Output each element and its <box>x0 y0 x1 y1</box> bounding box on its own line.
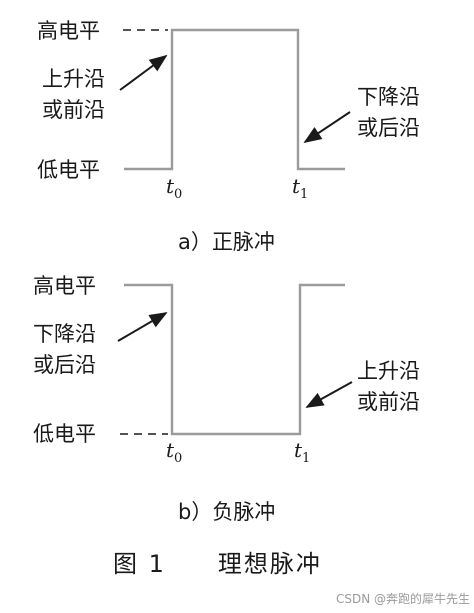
positive-low-level-label: 低电平 <box>37 158 100 182</box>
positive-leading-edge-label-line2: 或前沿 <box>42 98 105 122</box>
positive-pulse-diagram: 高电平 低电平 上升沿 或前沿 下降沿 或后沿 t0 t1 a）正脉冲 <box>37 19 420 254</box>
negative-low-level-label: 低电平 <box>33 422 96 446</box>
positive-pulse-caption: a）正脉冲 <box>178 230 275 254</box>
positive-trailing-edge-label-line2: 或后沿 <box>357 116 420 140</box>
negative-high-level-label: 高电平 <box>33 274 96 298</box>
negative-leading-edge-label-line1: 上升沿 <box>357 359 420 383</box>
positive-t0-marker: t0 <box>166 174 182 202</box>
negative-rising-edge-arrow <box>305 381 353 408</box>
positive-trailing-edge-label-line1: 下降沿 <box>357 85 420 109</box>
negative-pulse-caption: b）负脉冲 <box>178 500 275 524</box>
negative-pulse-waveform <box>124 283 345 436</box>
negative-pulse-diagram: 高电平 低电平 下降沿 或后沿 上升沿 或前沿 t0 t1 b）负脉冲 <box>33 274 420 524</box>
negative-leading-edge-label-line2: 或前沿 <box>357 390 420 414</box>
negative-falling-edge-arrow <box>117 312 168 342</box>
negative-trailing-edge-label-line1: 下降沿 <box>33 322 96 346</box>
positive-leading-edge-arrow <box>119 54 168 91</box>
watermark: CSDN @奔跑的犀牛先生 <box>336 591 470 606</box>
positive-high-level-label: 高电平 <box>37 19 100 43</box>
positive-leading-edge-label-line1: 上升沿 <box>42 67 105 91</box>
negative-t0-marker: t0 <box>166 438 182 466</box>
negative-trailing-edge-label-line2: 或后沿 <box>33 353 96 377</box>
positive-t1-marker: t1 <box>292 174 308 202</box>
negative-t1-marker: t1 <box>294 438 310 466</box>
positive-trailing-edge-arrow <box>303 111 351 143</box>
figure-title: 图 1 理想脉冲 <box>113 550 322 578</box>
positive-pulse-waveform <box>124 28 345 171</box>
